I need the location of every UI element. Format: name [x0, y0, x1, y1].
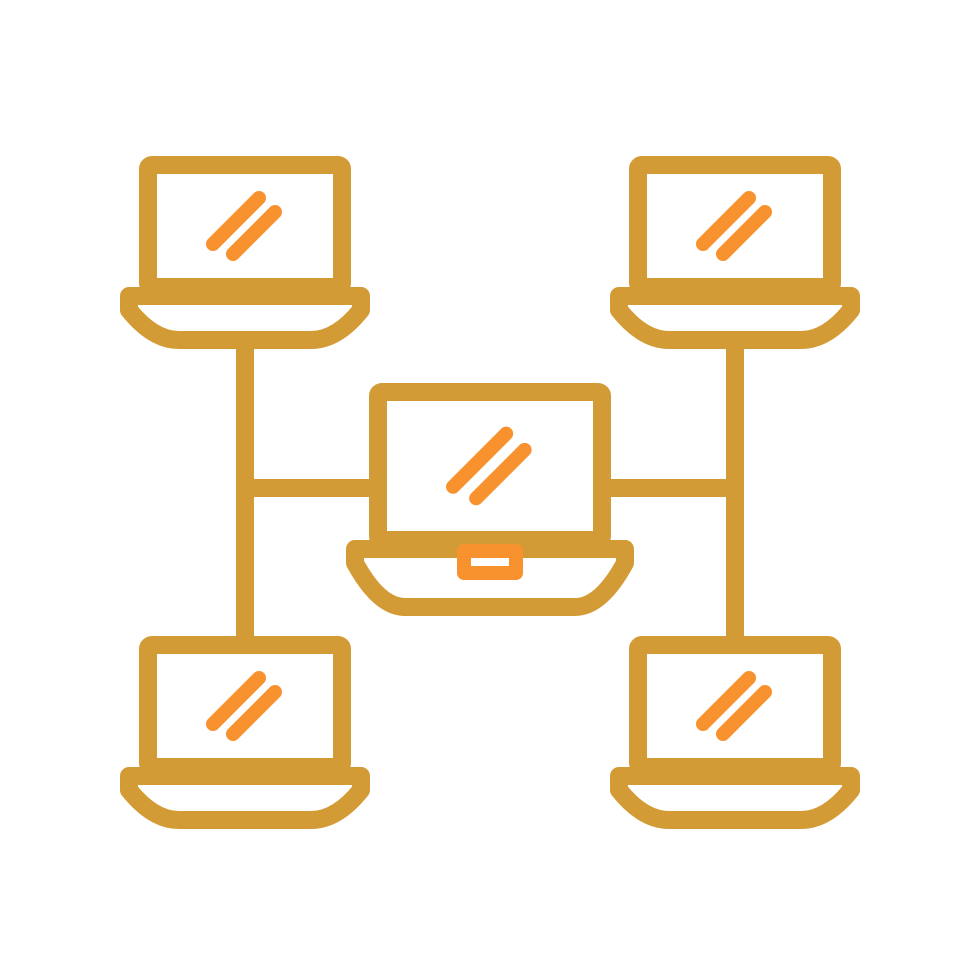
laptop-screen	[139, 636, 351, 776]
laptop-base	[120, 767, 370, 829]
screen-reflection	[206, 191, 266, 251]
laptops-group	[120, 156, 860, 829]
laptop-base	[610, 287, 860, 349]
laptop-screen	[369, 383, 611, 549]
screen-reflection	[469, 442, 532, 506]
laptop-base	[610, 767, 860, 829]
laptop-base	[120, 287, 370, 349]
laptop-top-left-icon	[120, 156, 370, 349]
screen-reflection	[696, 191, 756, 251]
laptop-top-right-icon	[610, 156, 860, 349]
laptop-bottom-left-icon	[120, 636, 370, 829]
laptop-bottom-right-icon	[610, 636, 860, 829]
screen-reflection	[226, 205, 282, 261]
screen-reflection	[226, 685, 282, 741]
laptop-screen	[629, 636, 841, 776]
laptop-screen	[139, 156, 351, 296]
laptop-center-icon	[346, 383, 634, 616]
screen-reflection	[206, 671, 266, 731]
screen-reflection	[716, 205, 772, 261]
screen-reflection	[446, 426, 514, 494]
network-connectors	[236, 330, 744, 645]
trackpad-notch	[457, 544, 523, 580]
laptop-screen	[629, 156, 841, 296]
screen-reflection	[696, 671, 756, 731]
screen-reflection	[716, 685, 772, 741]
